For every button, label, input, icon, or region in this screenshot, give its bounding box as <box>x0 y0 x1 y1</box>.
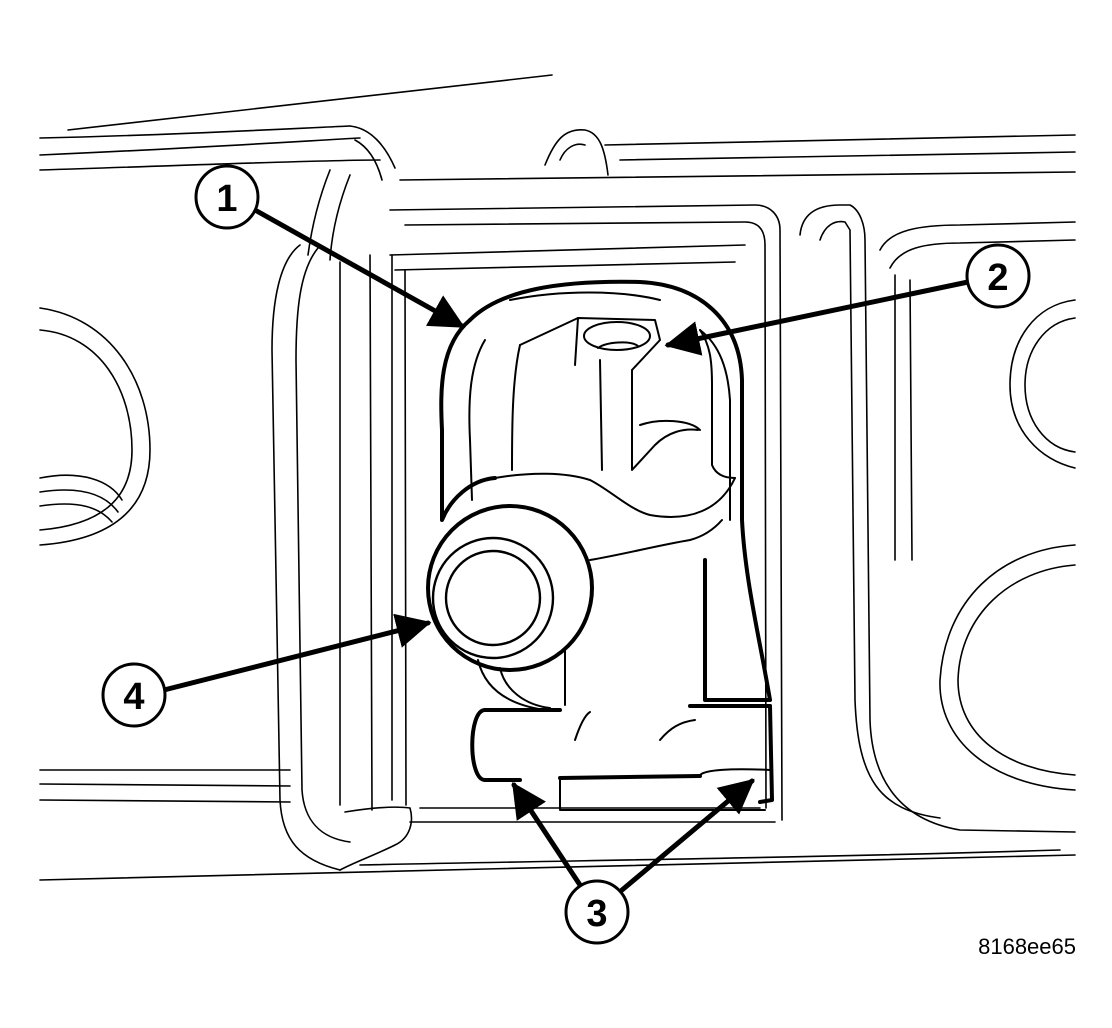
callout-2: 2 <box>965 243 1031 309</box>
callout-1-label: 1 <box>216 178 237 220</box>
callout-4-label: 4 <box>123 676 144 718</box>
callout-3-label: 3 <box>586 893 607 935</box>
body-panel <box>39 74 1076 881</box>
callout-3: 3 <box>564 879 630 945</box>
callout-leaders <box>161 207 971 893</box>
leader-3a <box>511 782 583 888</box>
leader-4 <box>161 613 432 693</box>
leader-1 <box>252 207 466 329</box>
leader-2 <box>664 279 971 356</box>
callout-4: 4 <box>101 662 167 728</box>
leader-3b <box>619 778 755 893</box>
callout-2-label: 2 <box>987 257 1008 299</box>
callout-1: 1 <box>194 164 260 230</box>
figure-id: 8168ee65 <box>978 934 1076 959</box>
shift-mechanism <box>426 279 774 811</box>
